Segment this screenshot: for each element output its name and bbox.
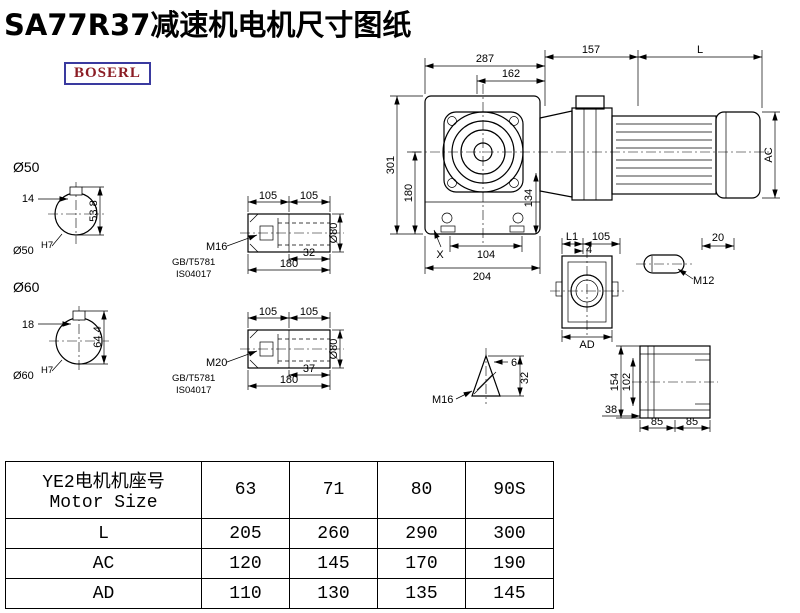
shaft2-detail-view: 105 105 M20 37 180 Ø80 GB/T5781 IS04017 [172, 306, 344, 396]
dim-shaft2-length: 180 [280, 374, 298, 386]
shaft2-standard-2: IS04017 [176, 385, 211, 396]
flange-end-view: L1 105 4 AD [550, 231, 624, 351]
dim-134: 134 [523, 189, 535, 207]
dim-shaft1-dia: Ø80 [328, 223, 340, 244]
dim-180-vert: 180 [403, 184, 415, 202]
table-size-90s: 90S [465, 461, 554, 519]
dim-204: 204 [473, 271, 491, 283]
dim-L: L [697, 44, 703, 56]
dim-flange-105: 105 [592, 231, 610, 243]
dimension-table: YE2电机机座号 Motor Size 63 71 80 90S L 205 2… [5, 461, 554, 609]
dim-keyw-60: 18 [22, 319, 34, 331]
dim-AC: AC [763, 147, 775, 162]
cell-AD-80: 135 [377, 578, 466, 609]
shaft1-standard-2: IS04017 [176, 269, 211, 280]
shaft1-detail-view: 105 105 M16 32 180 Ø80 GB/T5781 IS04017 [172, 190, 344, 280]
dim-20: 20 [712, 232, 724, 244]
cell-AD-90s: 145 [465, 578, 554, 609]
dim-154: 154 [609, 373, 621, 391]
cell-AC-63: 120 [201, 548, 290, 579]
dim-102: 102 [621, 373, 633, 391]
bore50-title: Ø50 [13, 159, 40, 175]
bore60-tolerance: H7 [41, 365, 53, 376]
shaft2-standard-1: GB/T5781 [172, 373, 215, 384]
dim-104: 104 [477, 249, 495, 261]
dim-38: 38 [605, 404, 617, 416]
dim-shaft1-seg1: 105 [259, 190, 277, 202]
bore50-section-view: Ø50 14 53.8 Ø50 H7 [13, 159, 104, 257]
cell-AD-71: 130 [289, 578, 378, 609]
table-header-en: Motor Size [49, 493, 158, 513]
dim-keyw-50: 14 [22, 193, 34, 205]
dim-287: 287 [476, 53, 494, 65]
bore60-section-view: Ø60 18 64.4 Ø60 H7 [13, 279, 109, 382]
row-label-AC: AC [5, 548, 202, 579]
dim-shaft1-depth: 32 [303, 247, 315, 259]
technical-drawing: 287 162 157 L AC 301 180 134 X 104 204 Ø… [13, 44, 780, 432]
dim-X: X [436, 249, 444, 261]
table-row-L: L 205 260 290 300 [5, 518, 554, 549]
dim-shaft1-seg2: 105 [300, 190, 318, 202]
brand-logo: BOSERL [64, 62, 151, 85]
table-header-motor-size: YE2电机机座号 Motor Size [5, 461, 202, 519]
plug-thread-label: M16 [432, 394, 453, 406]
dim-L1: L1 [566, 231, 578, 243]
shaft1-standard-1: GB/T5781 [172, 257, 215, 268]
cell-L-90s: 300 [465, 518, 554, 549]
table-size-80: 80 [377, 461, 466, 519]
table-header-cn: YE2电机机座号 [42, 473, 165, 493]
page-title: SA77R37减速机电机尺寸图纸 [4, 8, 412, 42]
dim-AD: AD [579, 339, 594, 351]
dim-shaft2-seg1: 105 [259, 306, 277, 318]
row-label-L: L [5, 518, 202, 549]
cell-AC-80: 170 [377, 548, 466, 579]
table-row-AC: AC 120 145 170 190 [5, 548, 554, 579]
main-view-dimensions: 287 162 157 L AC 301 180 134 X 104 204 [385, 44, 780, 283]
bore60-title: Ø60 [13, 279, 40, 295]
motor-side-view [539, 95, 761, 201]
dim-85-a: 85 [651, 416, 663, 428]
dim-shaft1-length: 180 [280, 258, 298, 270]
cell-AC-90s: 190 [465, 548, 554, 579]
cell-AC-71: 145 [289, 548, 378, 579]
dim-keyh-60: 64.4 [92, 326, 104, 347]
dim-shaft2-depth: 37 [303, 363, 315, 375]
cell-L-63: 205 [201, 518, 290, 549]
dim-162: 162 [502, 68, 520, 80]
dim-shaft2-seg2: 105 [300, 306, 318, 318]
dim-157: 157 [582, 44, 600, 56]
cell-L-80: 290 [377, 518, 466, 549]
dim-flange-4: 4 [586, 244, 592, 256]
bore50-tolerance: H7 [41, 240, 53, 251]
side-view: 154 102 38 85 85 [602, 345, 718, 432]
row-label-AD: AD [5, 578, 202, 609]
keydetail-thread-label: M12 [693, 275, 714, 287]
dim-keyh-50: 53.8 [88, 200, 100, 221]
dim-shaft2-dia: Ø80 [328, 339, 340, 360]
dim-85-b: 85 [686, 416, 698, 428]
dim-plug-32: 32 [519, 372, 531, 384]
shaft2-thread-label: M20 [206, 357, 227, 369]
bore60-label: Ø60 [13, 370, 34, 382]
dim-plug-6: 6 [511, 357, 517, 369]
shaft1-thread-label: M16 [206, 241, 227, 253]
table-size-71: 71 [289, 461, 378, 519]
cell-AD-63: 110 [201, 578, 290, 609]
bore50-label: Ø50 [13, 245, 34, 257]
cell-L-71: 260 [289, 518, 378, 549]
key-detail-view: 20 M12 [636, 232, 735, 287]
table-row-AD: AD 110 130 135 145 [5, 578, 554, 609]
dim-301: 301 [385, 156, 397, 174]
table-size-63: 63 [201, 461, 290, 519]
plug-detail-view: 6 32 M16 [432, 348, 531, 406]
